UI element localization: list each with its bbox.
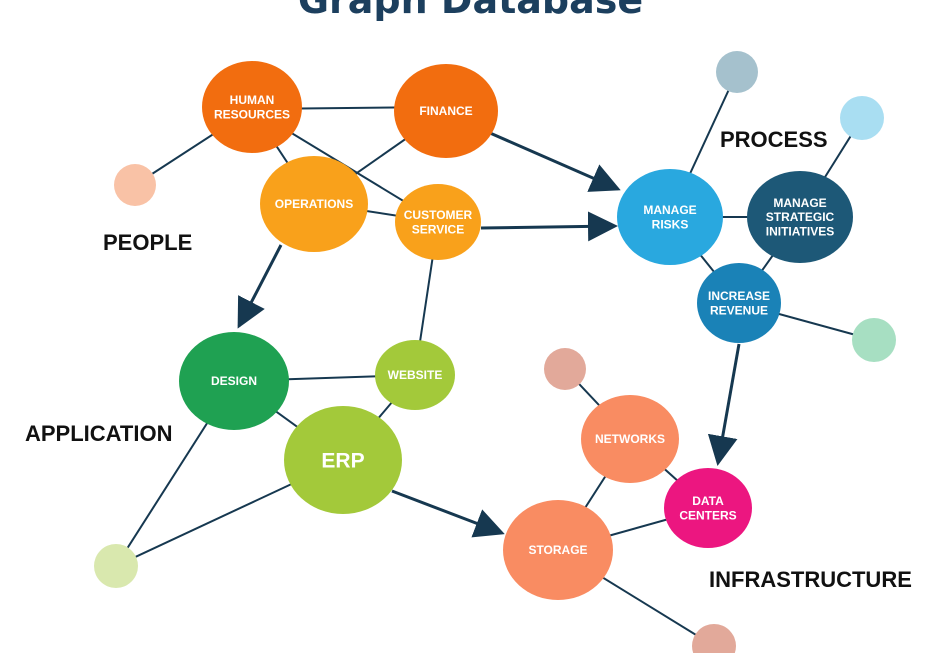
node-design: DESIGN xyxy=(179,332,289,430)
node-label: MANAGE xyxy=(773,196,826,210)
node-storage: STORAGE xyxy=(503,500,613,600)
node-label: STRATEGIC xyxy=(766,210,835,224)
node-shape xyxy=(747,171,853,263)
node-networks: NETWORKS xyxy=(581,395,679,483)
node-label: FINANCE xyxy=(419,104,472,118)
node-label: OPERATIONS xyxy=(275,197,353,211)
page-title: Graph Database xyxy=(297,0,644,22)
node-shape xyxy=(394,64,498,158)
node-label: SERVICE xyxy=(412,222,464,236)
node-label: RESOURCES xyxy=(214,107,290,121)
node-shape xyxy=(617,169,723,265)
node-label: CUSTOMER xyxy=(404,208,473,222)
process-dot-right xyxy=(840,96,884,140)
node-shape xyxy=(697,263,781,343)
arrow-finance-manage-risks xyxy=(489,131,621,192)
node-shape xyxy=(503,500,613,600)
group-label-people: PEOPLE xyxy=(103,230,193,255)
node-shape xyxy=(260,156,368,252)
node-shape xyxy=(375,340,455,410)
node-label: DESIGN xyxy=(211,374,257,388)
node-label: CENTERS xyxy=(679,508,736,522)
arrow-customer-service-manage-risks xyxy=(480,211,618,242)
node-shape xyxy=(202,61,302,153)
node-shape xyxy=(284,406,402,514)
arrows xyxy=(237,131,741,538)
group-label-process: PROCESS xyxy=(720,127,828,152)
people-dot xyxy=(114,164,156,206)
node-label: RISKS xyxy=(652,217,689,231)
node-shape xyxy=(581,395,679,483)
node-label: REVENUE xyxy=(710,303,768,317)
node-erp: ERP xyxy=(284,406,402,514)
infrastructure-dot-bottom xyxy=(692,624,736,653)
node-label: INITIATIVES xyxy=(766,225,834,239)
node-label: WEBSITE xyxy=(388,368,443,382)
arrow-operations-design xyxy=(237,244,283,329)
process-dot-top xyxy=(716,51,758,93)
node-label: INCREASE xyxy=(708,289,770,303)
node-label: STORAGE xyxy=(528,543,587,557)
node-finance: FINANCE xyxy=(394,64,498,158)
group-label-application: APPLICATION xyxy=(25,421,173,446)
arrow-revenue-data-centers xyxy=(707,343,741,466)
application-dot xyxy=(94,544,138,588)
dots xyxy=(94,51,896,653)
arrow-erp-storage xyxy=(391,489,505,538)
node-label: MANAGE xyxy=(643,203,696,217)
node-shape xyxy=(664,468,752,548)
node-shape xyxy=(395,184,481,260)
node-shape xyxy=(179,332,289,430)
process-dot-bottom xyxy=(852,318,896,362)
node-label: ERP xyxy=(321,449,364,472)
node-label: DATA xyxy=(692,494,724,508)
node-website: WEBSITE xyxy=(375,340,455,410)
node-label: NETWORKS xyxy=(595,432,665,446)
node-operations: OPERATIONS xyxy=(260,156,368,252)
node-label: HUMAN xyxy=(230,93,275,107)
infrastructure-dot-top xyxy=(544,348,586,390)
group-label-infrastructure: INFRASTRUCTURE xyxy=(709,567,912,592)
